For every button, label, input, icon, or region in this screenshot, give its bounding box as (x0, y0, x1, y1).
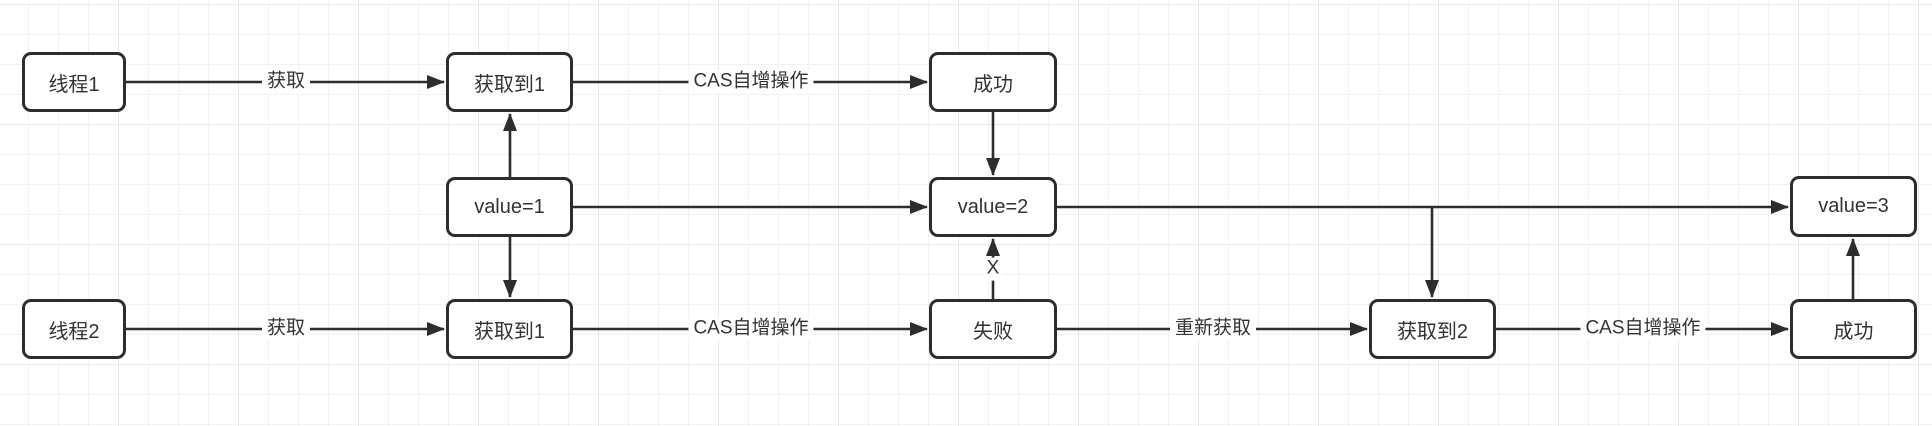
node-thread1: 线程1 (22, 52, 126, 112)
node-got2-label: 获取到2 (1396, 320, 1469, 343)
edge-label-cas-3: CAS自增操作 (1580, 317, 1706, 341)
edge-label-cas-2: CAS自增操作 (688, 317, 814, 341)
node-value3: value=3 (1790, 176, 1917, 237)
node-value2: value=2 (929, 177, 1057, 237)
node-value1: value=1 (446, 177, 573, 237)
edge-label-reacquire: 重新获取 (1169, 317, 1257, 341)
node-got1-bottom: 获取到1 (446, 299, 573, 359)
edge-label-acquire-2: 获取 (261, 317, 311, 341)
node-got1-top: 获取到1 (446, 52, 573, 112)
node-success-top: 成功 (929, 52, 1057, 112)
node-value3-label: value=3 (1818, 195, 1889, 217)
node-success-bottom: 成功 (1790, 299, 1917, 359)
node-value2-label: value=2 (957, 195, 1029, 218)
edge-label-cas-1: CAS自增操作 (688, 70, 814, 94)
node-fail-label: 失败 (973, 320, 1013, 343)
node-thread2: 线程2 (22, 299, 126, 359)
node-got1-top-label: 获取到1 (473, 73, 546, 96)
node-success-bottom-label: 成功 (1833, 320, 1874, 343)
node-thread1-label: 线程1 (48, 73, 100, 96)
node-success-top-label: 成功 (973, 73, 1013, 96)
edge-label-acquire-1: 获取 (261, 70, 311, 94)
node-value1-label: value=1 (474, 195, 545, 218)
node-fail: 失败 (929, 299, 1057, 359)
node-got1-bottom-label: 获取到1 (473, 320, 546, 343)
edge-label-fail-cross: X (983, 257, 1003, 281)
node-thread2-label: 线程2 (48, 320, 100, 343)
node-got2: 获取到2 (1369, 299, 1496, 359)
